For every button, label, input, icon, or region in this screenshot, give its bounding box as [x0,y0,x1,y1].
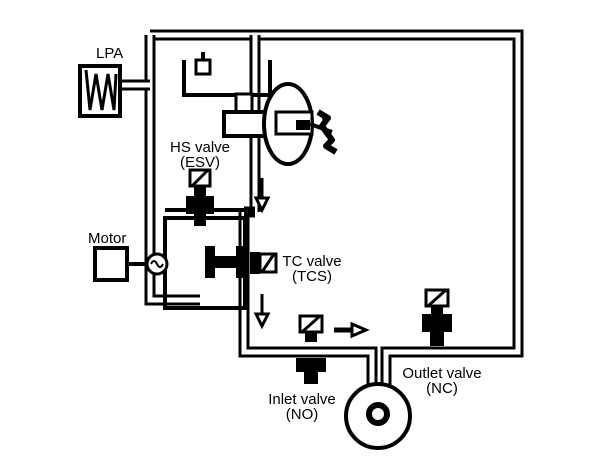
flow-arrow-down-1 [253,178,271,214]
reservoir [182,52,272,116]
inlet-valve-label-line1: Inlet valve [268,391,336,408]
outlet-valve [422,288,452,346]
brake-booster [262,82,314,166]
motor-label: Motor [88,230,127,247]
tc-valve-label-line2: (TCS) [292,268,332,285]
lpa-label: LPA [96,45,124,62]
outlet-valve-label-line1: Outlet valve [402,365,482,382]
motor [93,246,169,282]
hs-valve-label: HS valve (ESV) [160,140,240,170]
inlet-valve-label: Inlet valve (NO) [258,392,346,422]
tc-valve-label-line1: TC valve [282,253,342,270]
pump-piston [205,246,246,278]
inlet-valve-label-line2: (NO) [285,406,319,423]
hs-valve-label-line1: HS valve [169,139,231,156]
inlet-valve [296,314,326,384]
tc-valve [250,252,278,274]
main-circuit-pipe [150,29,524,396]
hs-valve-label-line2: (ESV) [179,154,220,171]
flow-arrow-down-2 [253,294,271,330]
flow-arrow-right [334,321,370,339]
outlet-valve-label-line2: (NC) [426,380,458,397]
tc-valve-label: TC valve (TCS) [272,254,352,284]
lpa-accumulator [78,64,122,118]
wheel-brake [344,382,412,450]
left-circuit-pipe [120,35,378,396]
outlet-valve-label: Outlet valve (NC) [392,366,492,396]
brake-pedal [309,109,338,155]
